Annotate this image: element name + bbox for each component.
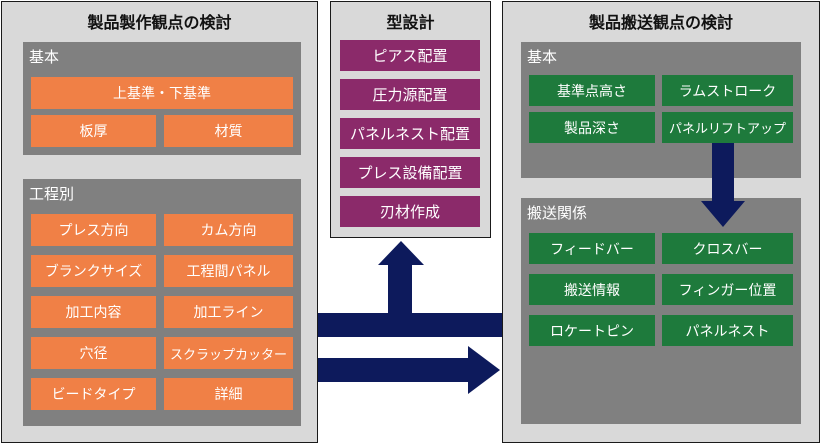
item-transfer-info: 搬送情報 xyxy=(529,274,655,305)
arrow-down-head-icon xyxy=(701,201,745,227)
panel-die-design: 型設計 ピアス配置 圧力源配置 パネルネスト配置 プレス設備配置 刃材作成 xyxy=(330,1,491,238)
item-ram-stroke: ラムストローク xyxy=(662,75,793,106)
panel-title: 製品搬送観点の検討 xyxy=(588,13,733,32)
item-panel-lift-up: パネルリフトアップ xyxy=(662,112,793,143)
arrow-right-head-icon xyxy=(468,346,500,394)
group-title: 工程別 xyxy=(29,185,75,203)
connector-bar-upper xyxy=(318,313,502,337)
item-cross-bar: クロスバー xyxy=(662,233,793,264)
panel-title: 製品製作観点の検討 xyxy=(87,13,232,32)
panel-title: 型設計 xyxy=(386,13,435,32)
item-interprocess-panel: 工程間パネル xyxy=(164,255,293,287)
item-pierce-layout: ピアス配置 xyxy=(340,40,480,71)
item-processing-content: 加工内容 xyxy=(31,296,156,328)
item-processing-line: 加工ライン xyxy=(164,296,293,328)
panel-product-transfer: 製品搬送観点の検討 基本 基準点高さ ラムストローク 製品深さ パネルリフトアッ… xyxy=(502,1,820,443)
connector-stem-down xyxy=(712,143,734,203)
arrow-up-head-icon xyxy=(378,241,424,265)
item-press-equipment-layout: プレス設備配置 xyxy=(340,157,480,188)
item-panel-nest: パネルネスト xyxy=(662,315,793,346)
item-finger-position: フィンガー位置 xyxy=(662,274,793,305)
item-press-direction: プレス方向 xyxy=(31,214,156,246)
item-pressure-source-layout: 圧力源配置 xyxy=(340,79,480,110)
item-blank-size: ブランクサイズ xyxy=(31,255,156,287)
item-details: 詳細 xyxy=(164,378,293,410)
connector-bar-lower xyxy=(318,358,470,382)
group-title: 基本 xyxy=(527,48,558,66)
group-by-process: 工程別 プレス方向 カム方向 ブランクサイズ 工程間パネル 加工内容 加工ライン… xyxy=(23,179,301,426)
item-scrap-cutter: スクラップカッター xyxy=(164,337,293,369)
item-hole-diameter: 穴径 xyxy=(31,337,156,369)
item-panel-nest-layout: パネルネスト配置 xyxy=(340,118,480,149)
item-reference-point-height: 基準点高さ xyxy=(529,75,655,106)
item-upper-lower-reference: 上基準・下基準 xyxy=(31,77,293,109)
item-cam-direction: カム方向 xyxy=(164,214,293,246)
item-locate-pin: ロケートピン xyxy=(529,315,655,346)
group-title: 搬送関係 xyxy=(527,204,588,222)
item-product-depth: 製品深さ xyxy=(529,112,655,143)
group-basic: 基本 基準点高さ ラムストローク 製品深さ パネルリフトアップ xyxy=(521,42,801,178)
group-transfer: 搬送関係 フィードバー クロスバー 搬送情報 フィンガー位置 ロケートピン パネ… xyxy=(521,198,801,424)
item-bead-type: ビードタイプ xyxy=(31,378,156,410)
group-title: 基本 xyxy=(29,48,60,66)
panel-product-manufacturing: 製品製作観点の検討 基本 上基準・下基準 板厚 材質 工程別 プレス方向 カム方… xyxy=(1,1,318,443)
connector-stem-up xyxy=(388,262,412,314)
item-material: 材質 xyxy=(164,115,293,147)
item-plate-thickness: 板厚 xyxy=(31,115,156,147)
item-blade-material-creation: 刃材作成 xyxy=(340,196,480,227)
group-basic: 基本 上基準・下基準 板厚 材質 xyxy=(23,42,301,155)
item-feed-bar: フィードバー xyxy=(529,233,655,264)
